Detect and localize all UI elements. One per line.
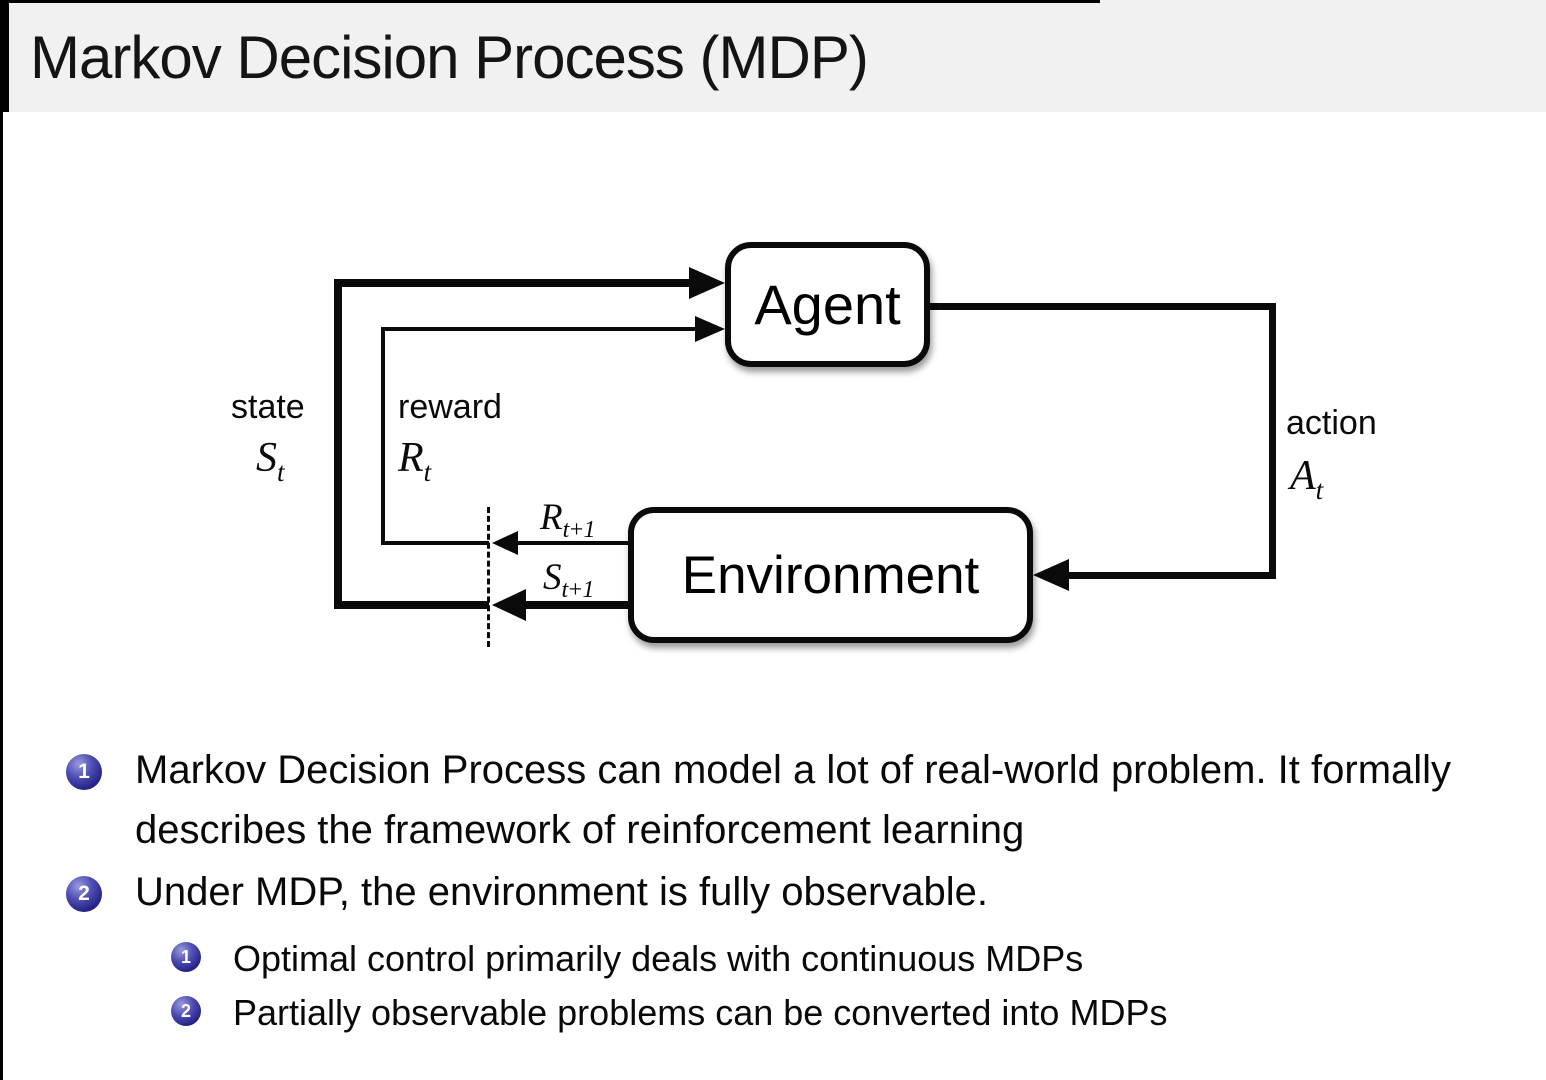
next-reward-arrow-icon xyxy=(492,531,518,555)
reward-line-bottom-left-segment xyxy=(381,541,489,545)
reward-line-top-segment xyxy=(381,327,697,331)
time-step-boundary-dashed-line xyxy=(487,507,490,647)
state-label: state xyxy=(231,388,305,426)
reward-symbol: Rt xyxy=(398,435,431,487)
environment-box: Environment xyxy=(628,507,1033,643)
state-line-top-segment xyxy=(334,279,691,287)
agent-label: Agent xyxy=(754,273,901,336)
state-line-bottom-left-segment xyxy=(334,601,489,609)
sub-bullet-number-badge: 2 xyxy=(171,996,201,1026)
page-title: Markov Decision Process (MDP) xyxy=(30,24,869,91)
sub-bullet-item-1: Optimal control primarily deals with con… xyxy=(233,938,1084,979)
state-symbol: St xyxy=(256,435,284,487)
sub-bullet-item-2: Partially observable problems can be con… xyxy=(233,992,1168,1033)
title-band xyxy=(0,0,1546,112)
bullet-item-2: Under MDP, the environment is fully obse… xyxy=(135,870,989,914)
next-state-arrow-icon xyxy=(492,589,526,621)
state-line-vertical-segment xyxy=(334,279,342,609)
reward-line-vertical-segment xyxy=(381,327,385,545)
action-to-environment-arrow-icon xyxy=(1033,559,1069,591)
sub-bullet-number-badge: 1 xyxy=(171,942,201,972)
state-line-bottom-right-segment xyxy=(526,601,632,609)
bullet-number-badge: 1 xyxy=(66,754,102,790)
action-symbol: At xyxy=(1290,453,1323,505)
reward-line-bottom-right-segment xyxy=(518,541,632,545)
state-to-agent-arrow-icon xyxy=(689,267,725,299)
title-left-bar xyxy=(0,0,9,112)
window-top-border xyxy=(0,0,1100,3)
action-line-bottom-segment xyxy=(1069,572,1276,579)
agent-box: Agent xyxy=(725,242,930,367)
action-label: action xyxy=(1286,404,1377,442)
action-line-vertical-segment xyxy=(1269,303,1276,579)
reward-label: reward xyxy=(398,388,502,426)
bullet-number-badge: 2 xyxy=(66,876,102,912)
environment-label: Environment xyxy=(681,545,980,605)
next-state-symbol: St+1 xyxy=(543,557,594,603)
bullet-item-1: Markov Decision Process can model a lot … xyxy=(135,748,1452,852)
window-left-border xyxy=(0,0,3,1080)
reward-to-agent-arrow-icon xyxy=(695,316,725,342)
action-line-top-segment xyxy=(918,303,1276,310)
next-reward-symbol: Rt+1 xyxy=(540,497,595,543)
